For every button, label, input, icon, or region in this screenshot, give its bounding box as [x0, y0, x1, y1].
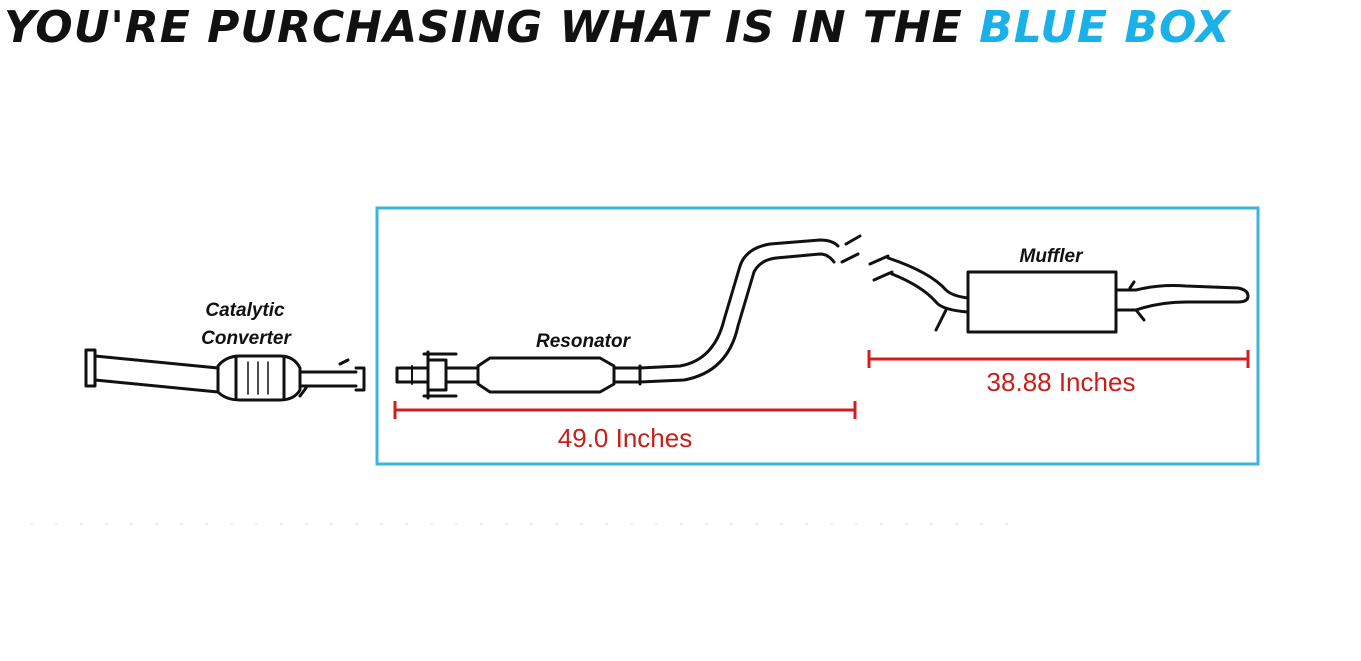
resonator-flange [422, 350, 458, 400]
resonator-rear-pipe-top [612, 238, 840, 370]
muffler-inlet-pipe-bottom [890, 272, 970, 314]
headline: YOU'RE PURCHASING WHAT IS IN THE BLUE BO… [4, 2, 1359, 54]
converter-body [216, 354, 302, 402]
inlet-flange [84, 348, 97, 388]
pipe-break-left [840, 234, 862, 264]
pipe-break-right [868, 254, 894, 282]
resonator-measurement: 49.0 Inches [393, 401, 857, 453]
muffler-hanger-front [934, 308, 948, 332]
resonator-rear-pipe-bottom [612, 252, 836, 384]
muffler-assembly: Muffler [868, 246, 1250, 334]
converter-hanger [298, 386, 308, 398]
headline-prefix: YOU'RE PURCHASING WHAT IS IN THE [4, 2, 963, 53]
resonator-front-pipe [444, 366, 480, 384]
outlet-flange [338, 358, 366, 392]
muffler-inlet-pipe-top [886, 256, 970, 300]
muffler-body [966, 270, 1118, 334]
tailpipe [1114, 284, 1250, 312]
converter-ribs [247, 361, 269, 395]
outlet-pipe [298, 370, 358, 388]
resonator-body [476, 356, 616, 394]
muffler-length-label: 38.88 Inches [987, 367, 1136, 397]
catalytic-converter-label-line2: Converter [201, 328, 292, 349]
resonator-label: Resonator [536, 331, 632, 352]
muffler-hanger-rear [1128, 280, 1146, 322]
headline-highlight: BLUE BOX [979, 2, 1231, 53]
inlet-pipe [93, 354, 220, 394]
catalytic-converter-label-line1: Catalytic [205, 300, 285, 321]
muffler-measurement: 38.88 Inches [867, 350, 1250, 397]
resonator-assembly: Resonator [395, 234, 862, 400]
converter-seams [234, 356, 286, 400]
muffler-label: Muffler [1020, 246, 1085, 267]
blue-box [375, 206, 1260, 466]
catalytic-converter-assembly: Catalytic Converter [84, 300, 366, 402]
resonator-length-label: 49.0 Inches [558, 423, 692, 453]
